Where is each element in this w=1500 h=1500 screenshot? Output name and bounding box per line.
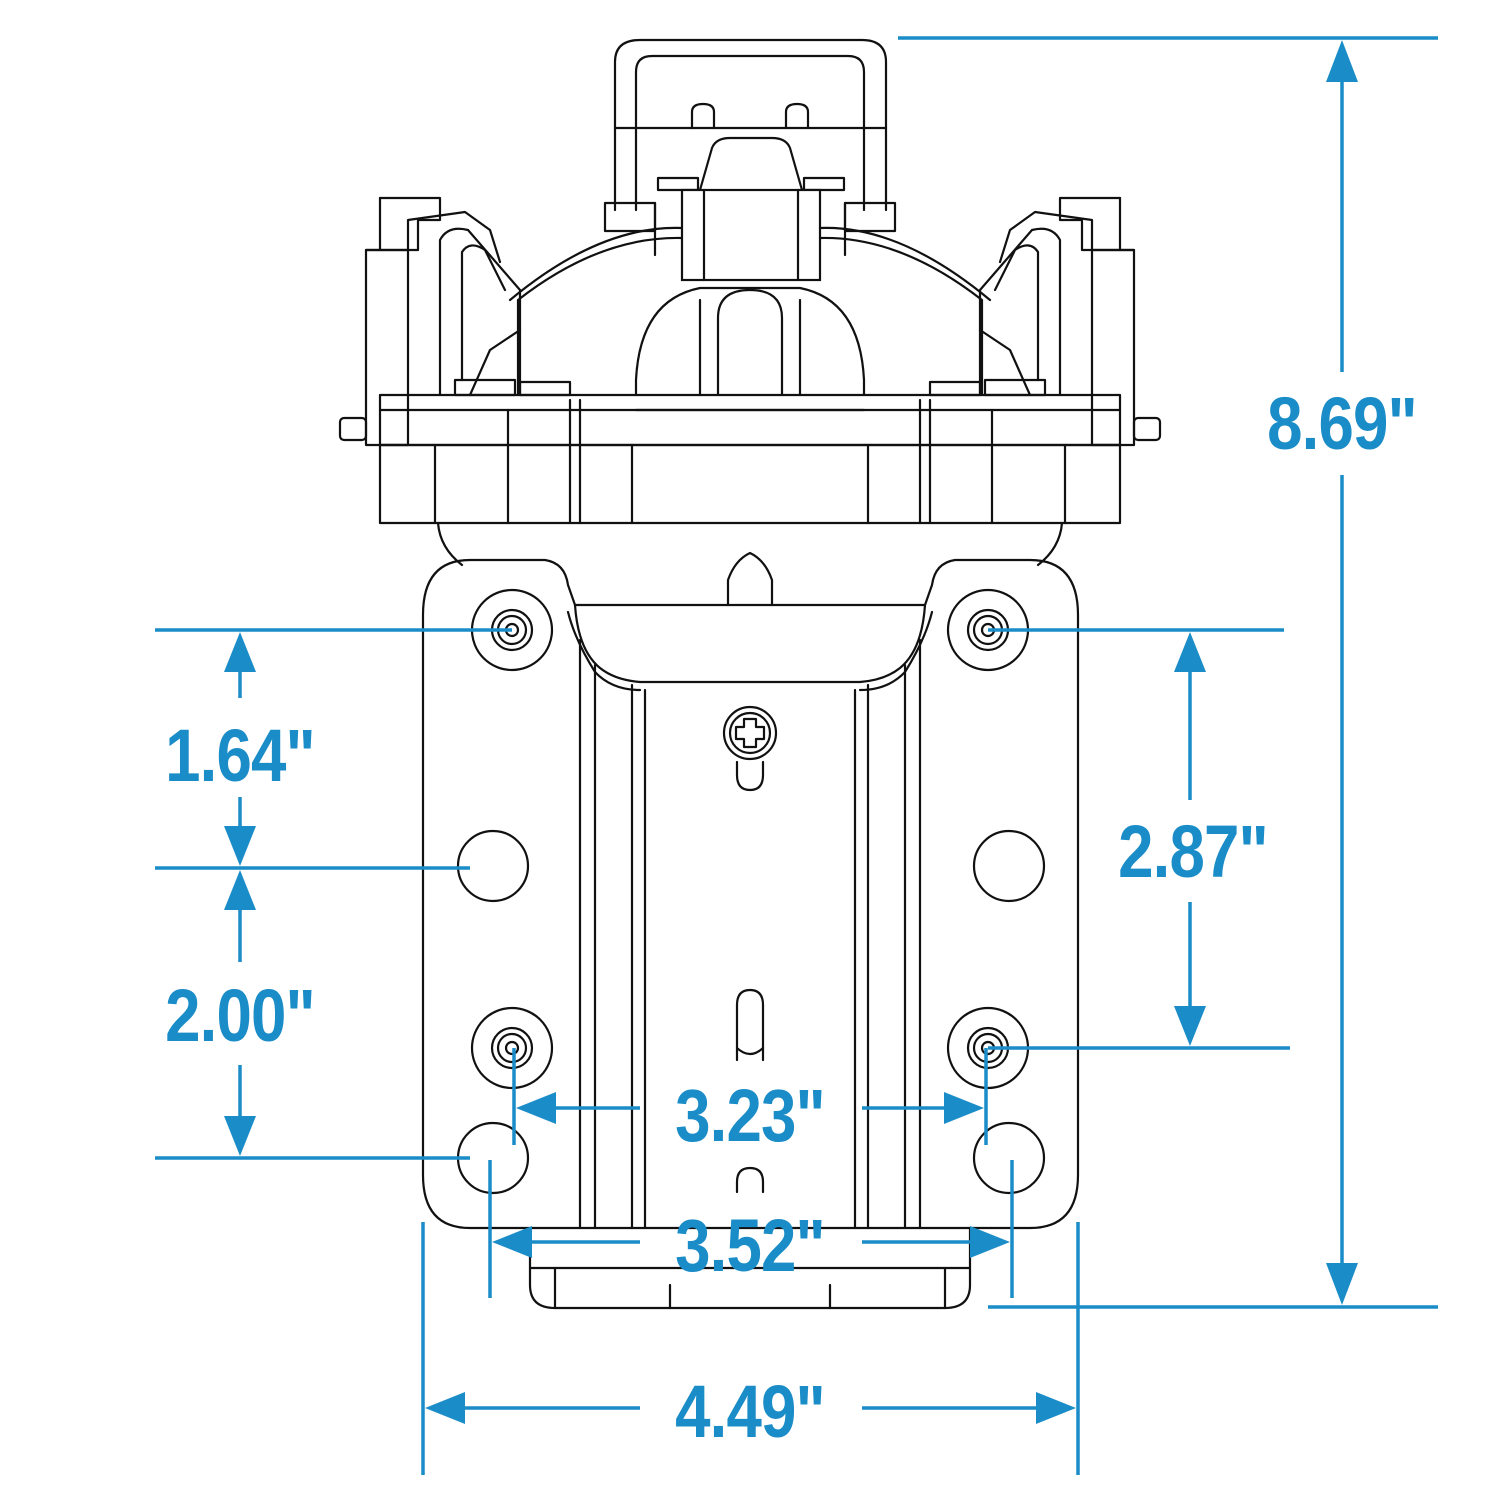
dimension-lines (155, 36, 1438, 1475)
hole-mid-left (456, 829, 530, 903)
dimension-inner-hole-width: 3.23" (675, 1074, 826, 1157)
dimension-left-lower-spacing: 2.00" (165, 974, 316, 1057)
pump-handle (613, 38, 888, 212)
pump-head (338, 38, 1162, 525)
pump-base-ring (378, 393, 1122, 447)
pump-dome (508, 226, 992, 302)
mounting-holes (456, 588, 1046, 1195)
mounting-plate (421, 558, 1080, 1310)
dimension-outer-hole-width: 3.52" (675, 1204, 826, 1287)
center-screw (722, 705, 778, 761)
mounting-plate-outline (421, 558, 1080, 1230)
hole-lower-left (470, 1006, 554, 1090)
dimension-right-spacing: 2.87" (1118, 810, 1269, 893)
hole-bottom-right (972, 1121, 1046, 1195)
dimension-left-upper-spacing: 1.64" (165, 714, 316, 797)
pump-neck (436, 521, 1064, 607)
dimension-width-total: 4.49" (675, 1370, 826, 1453)
hole-mid-right (972, 829, 1046, 903)
dimension-height-total: 8.69" (1267, 382, 1418, 465)
